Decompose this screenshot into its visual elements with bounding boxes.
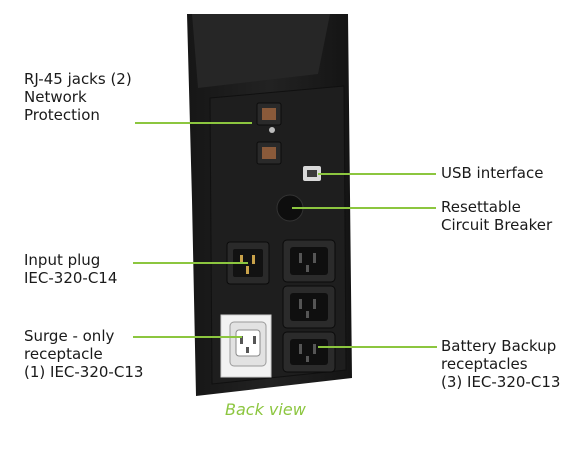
label-breaker-line-1: Resettable [441, 198, 521, 216]
label-battery-line-3: (3) IEC-320-C13 [441, 373, 561, 391]
label-input-plug-line-1: Input plug [24, 251, 101, 269]
battery-receptacle-3 [282, 331, 336, 373]
label-surge-receptacle: Surge - only receptacle (1) IEC-320-C13 [24, 327, 143, 381]
rj45-indicator [269, 127, 275, 133]
battery-receptacles [282, 239, 336, 373]
surge-receptacle [220, 314, 272, 378]
label-usb-interface: USB interface [441, 164, 543, 182]
label-battery-receptacles: Battery Backup receptacles (3) IEC-320-C… [441, 337, 560, 391]
label-circuit-breaker: Resettable Circuit Breaker [441, 198, 552, 234]
label-surge-line-2: receptacle [24, 345, 103, 363]
label-rj45-line-3: Protection [24, 106, 100, 124]
label-surge-line-1: Surge - only [24, 327, 115, 345]
battery-receptacle-1 [282, 239, 336, 283]
battery-receptacle-2 [282, 285, 336, 329]
label-battery-line-1: Battery Backup [441, 337, 557, 355]
label-rj45-line-2: Network [24, 88, 87, 106]
label-surge-line-3: (1) IEC-320-C13 [24, 363, 144, 381]
label-battery-line-2: receptacles [441, 355, 528, 373]
caption-back-view: Back view [225, 400, 306, 419]
label-input-plug: Input plug IEC-320-C14 [24, 251, 117, 287]
label-input-plug-line-2: IEC-320-C14 [24, 269, 118, 287]
label-rj45-jacks: RJ-45 jacks (2) Network Protection [24, 70, 132, 124]
label-breaker-line-2: Circuit Breaker [441, 216, 553, 234]
ups-top-bevel [192, 14, 330, 88]
label-rj45-line-1: RJ-45 jacks (2) [24, 70, 132, 88]
label-usb-line-1: USB interface [441, 164, 544, 182]
rj45-jacks [256, 102, 282, 165]
usb-port [303, 166, 321, 181]
